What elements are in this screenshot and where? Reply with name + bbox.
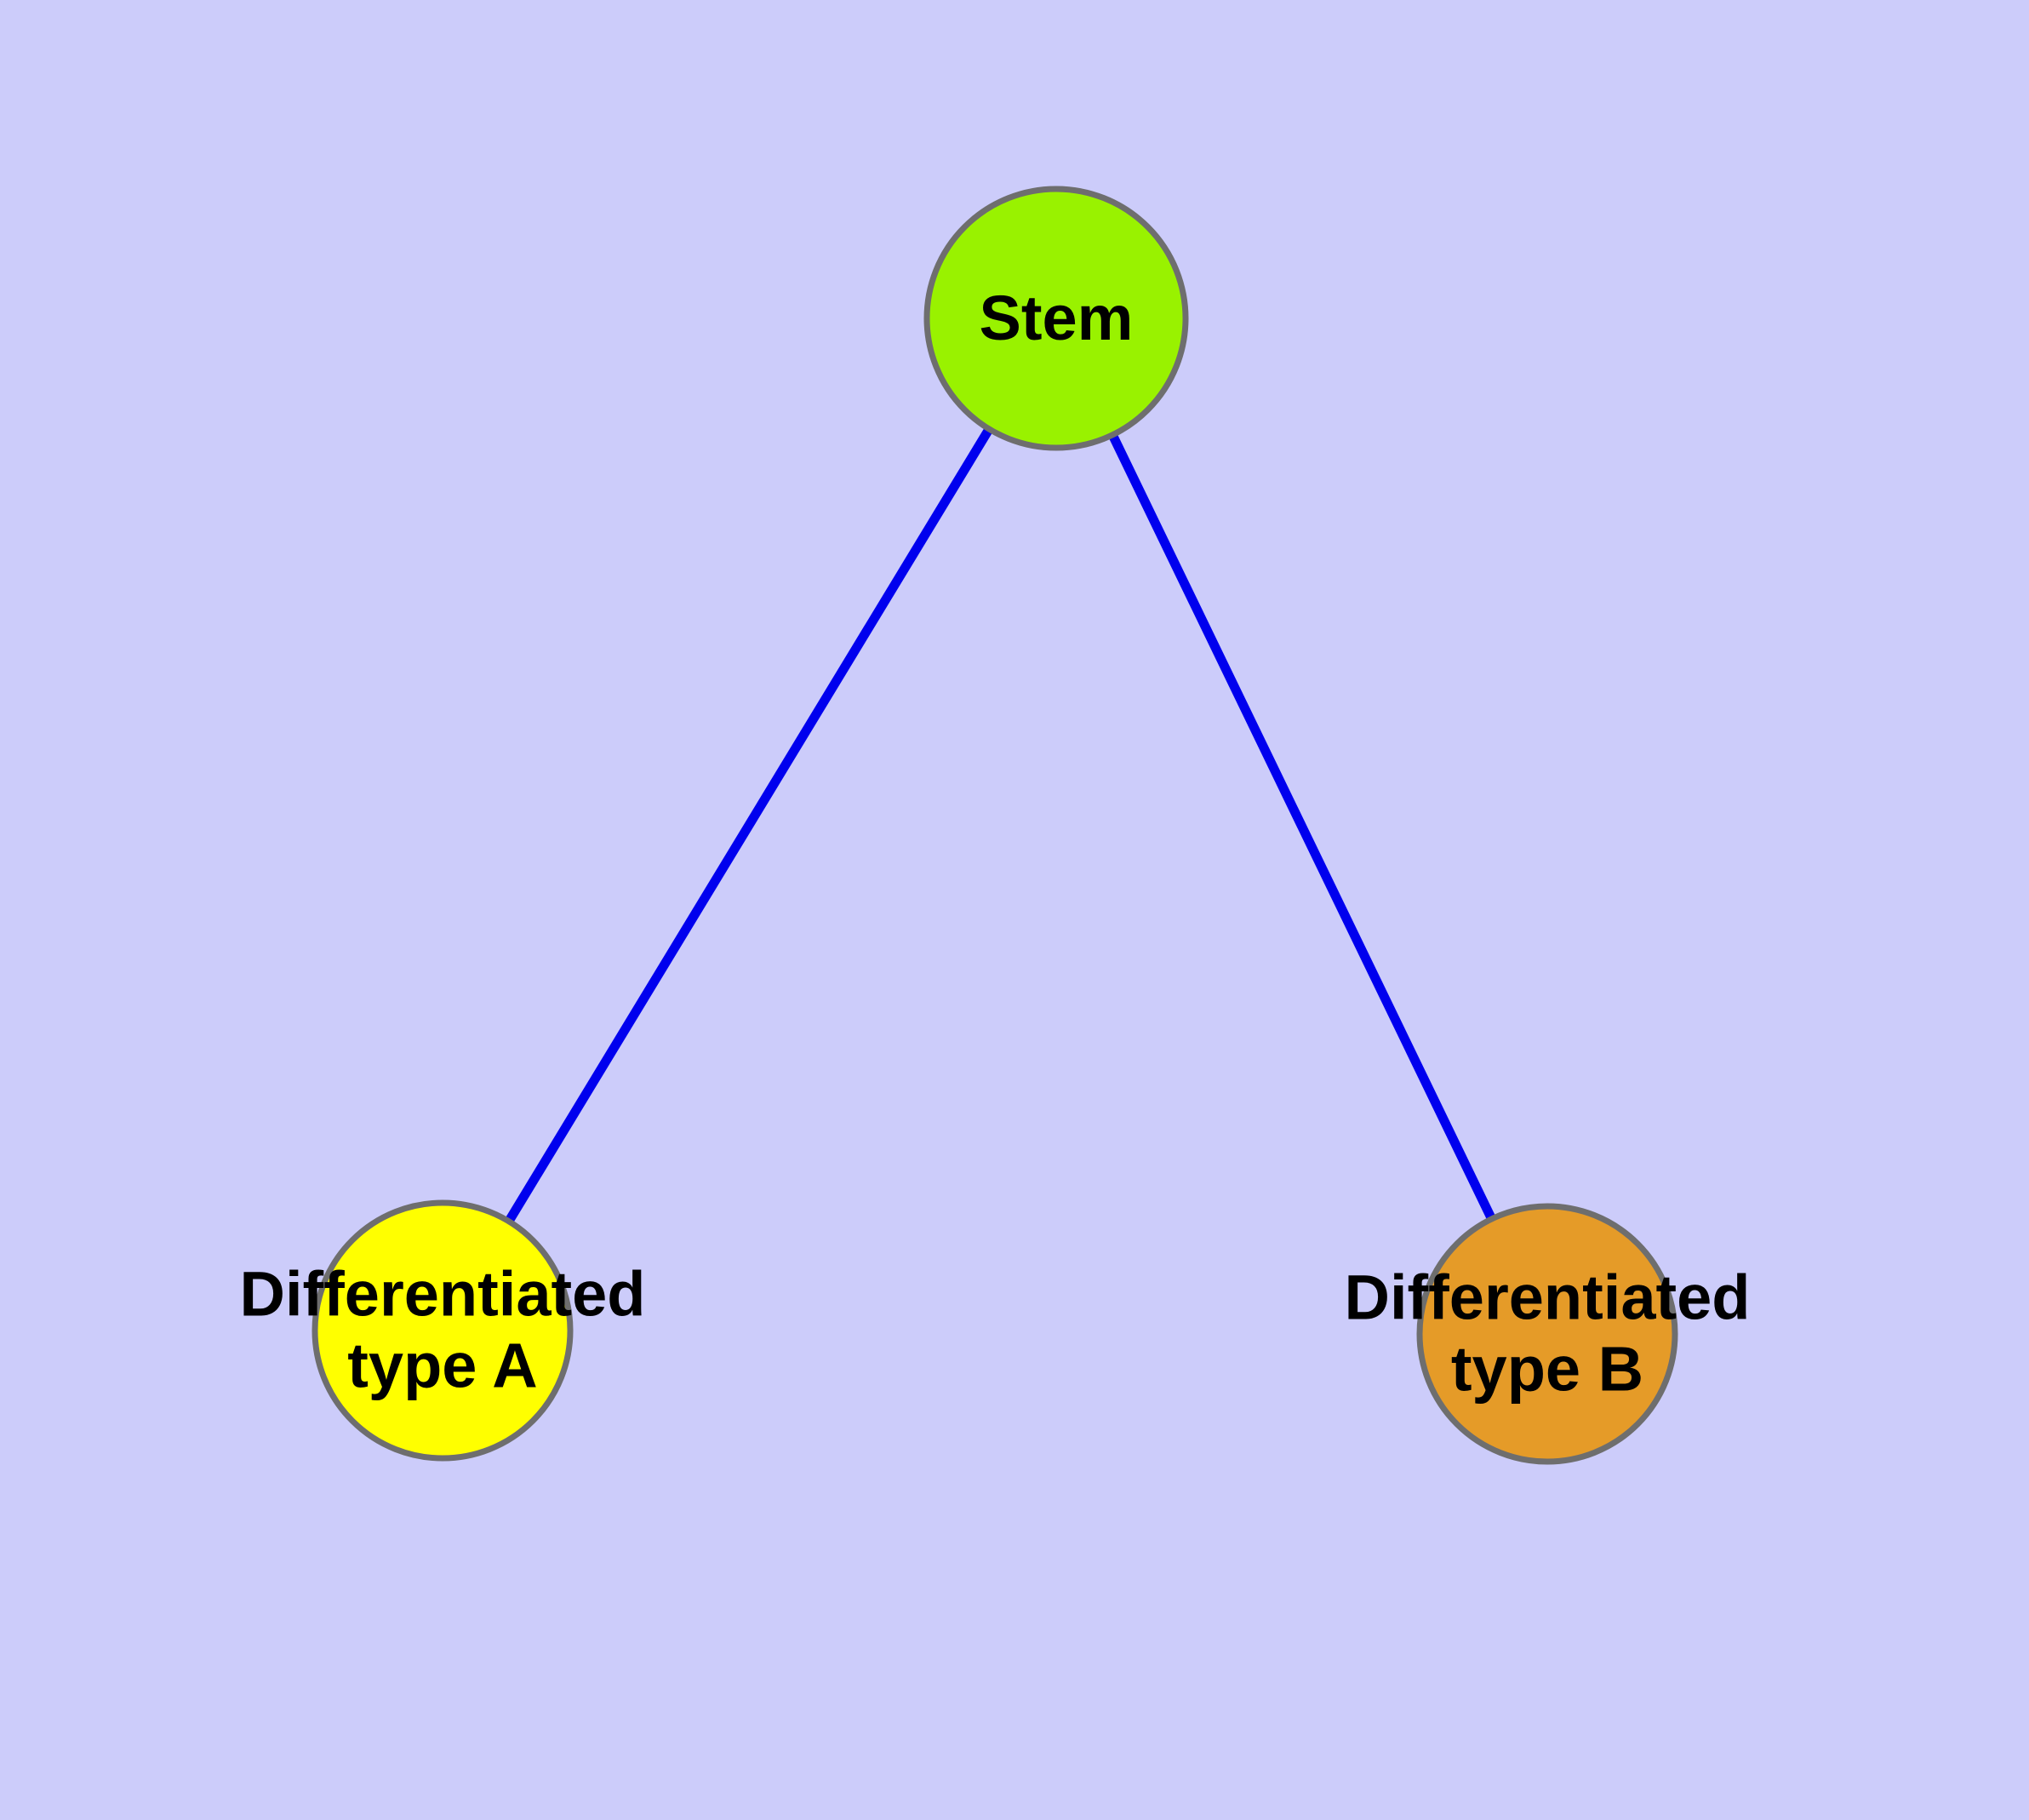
edge-stem-to-differentiated-type-a[interactable] (438, 316, 1060, 1333)
node-differentiated-type-b-circle[interactable] (1416, 1203, 1678, 1465)
edge-stem-to-differentiated-type-b[interactable] (1052, 316, 1552, 1336)
node-stem-circle[interactable] (923, 186, 1189, 451)
node-layer (311, 186, 1678, 1465)
edge-layer (438, 316, 1552, 1336)
node-differentiated-type-a-circle[interactable] (311, 1199, 574, 1462)
